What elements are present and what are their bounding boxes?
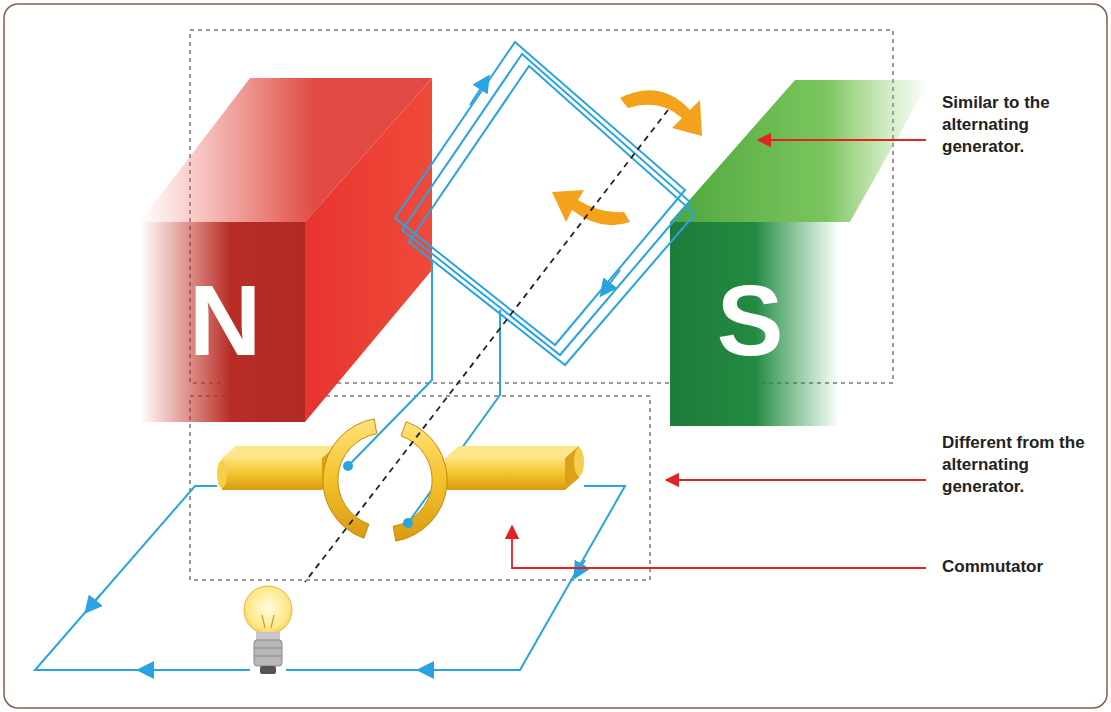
dashed-region	[190, 396, 650, 580]
split-ring	[323, 419, 447, 541]
callout-label: Similar to the alternating generator.	[942, 92, 1072, 158]
callout-label: Commutator	[942, 556, 1092, 578]
light-bulb	[244, 586, 292, 674]
armature-coil	[348, 42, 695, 523]
carbon-brush	[217, 446, 584, 490]
south-magnet	[670, 80, 930, 426]
pole-letter: N	[189, 270, 261, 370]
callout-leader	[512, 140, 926, 568]
magnet-pole: N	[150, 230, 300, 410]
callout-label: Different from the alternating generator…	[942, 432, 1104, 498]
pole-letter: S	[717, 270, 784, 370]
magnet-pole: S	[675, 230, 825, 410]
outer-frame	[4, 4, 1107, 708]
rotation-axis	[305, 110, 668, 582]
external-circuit	[35, 486, 625, 670]
rotation-arrow	[552, 90, 702, 225]
north-magnet	[140, 78, 432, 422]
